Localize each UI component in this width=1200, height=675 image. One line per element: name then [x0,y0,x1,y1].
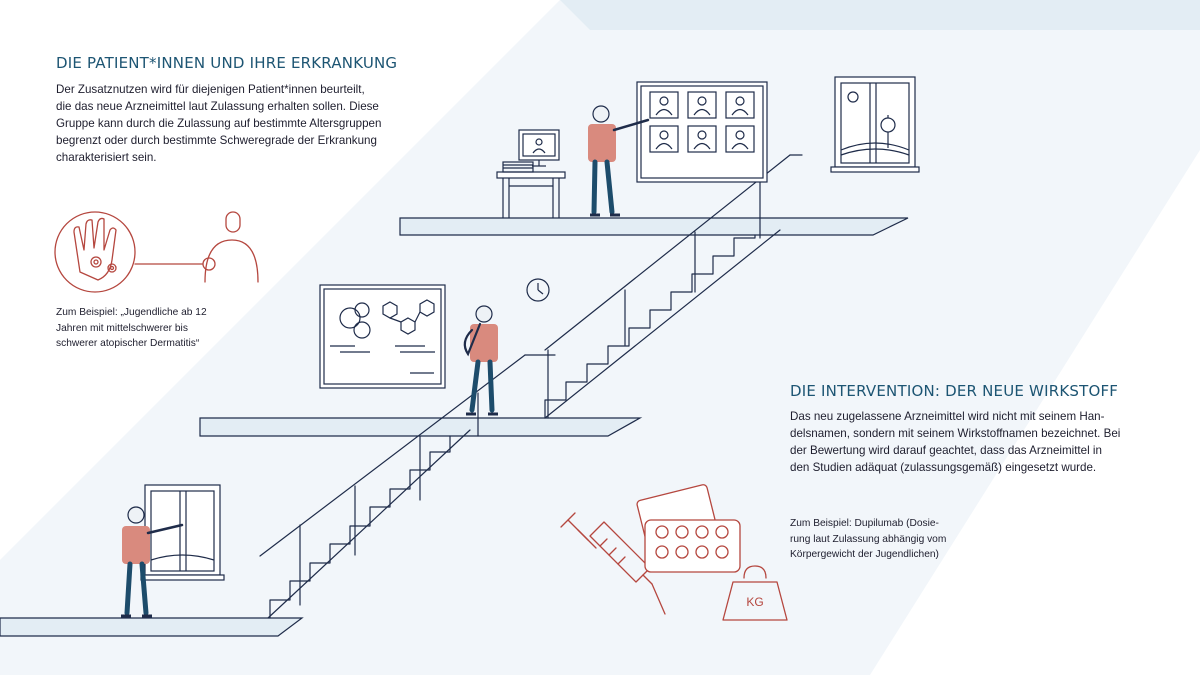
patients-example-line: Jahren mit mittelschwerer bis [56,322,188,334]
video-call-board [636,81,768,183]
intervention-body-line: Das neu zugelassene Arzneimittel wird ni… [790,410,1105,423]
intervention-body-line: delsnamen, sondern mit seinem Wirkstoffn… [790,427,1121,440]
patients-body-line: die das neue Arzneimittel laut Zulassung… [56,100,379,113]
patients-body-line: begrenzt oder durch bestimmte Schweregra… [56,134,377,147]
middle-floor [199,417,643,437]
patients-body: Der Zusatznutzen wird für diejenigen Pat… [56,81,381,166]
patient-person-icon [134,211,259,283]
intervention-example-line: rung laut Zulassung abhängig vom [790,533,947,545]
person-at-window [121,506,184,618]
desk-with-monitor [496,129,566,218]
lower-staircase [259,354,556,619]
intervention-example-line: Zum Beispiel: Dupilumab (Dosie- [790,518,939,529]
kg-label: KG [746,595,763,609]
patients-example: Zum Beispiel: „Jugendliche ab 12 Jahren … [56,305,207,352]
intervention-heading: DIE INTERVENTION: DER NEUE WIRKSTOFF [790,382,1119,400]
patients-example-line: Zum Beispiel: „Jugendliche ab 12 [56,307,207,318]
intervention-body-line: den Studien adäquat (zulassungsgemäß) ei… [790,461,1097,474]
background-band-top [560,0,1200,30]
upper-staircase [544,154,803,419]
eczema-hand-icon [54,211,136,293]
kg-weight-icon [722,565,788,621]
person-thinking [463,305,498,416]
person-pointing-board [588,105,650,217]
window-with-tree [830,76,920,173]
bottom-floor [0,617,304,637]
intervention-body-line: der Bewertung wird darauf geachtet, dass… [790,444,1102,457]
intervention-example: Zum Beispiel: Dupilumab (Dosie- rung lau… [790,516,946,563]
intervention-example-line: Körpergewicht der Jugendlichen) [790,549,939,560]
patients-body-line: Der Zusatznutzen wird für diejenigen Pat… [56,83,365,96]
blister-pack-icon [636,484,741,573]
patients-example-line: schwerer atopischer Dermatitis“ [56,338,200,349]
patients-heading: DIE PATIENT*INNEN UND IHRE ERKRANKUNG [56,54,398,72]
top-floor [399,217,909,236]
patients-body-line: Gruppe kann durch die Zulassung auf best… [56,117,382,130]
patients-body-line: charakterisiert sein. [56,151,157,164]
molecule-board [319,284,446,389]
intervention-body: Das neu zugelassene Arzneimittel wird ni… [790,408,1120,476]
wall-clock-icon [526,278,550,302]
